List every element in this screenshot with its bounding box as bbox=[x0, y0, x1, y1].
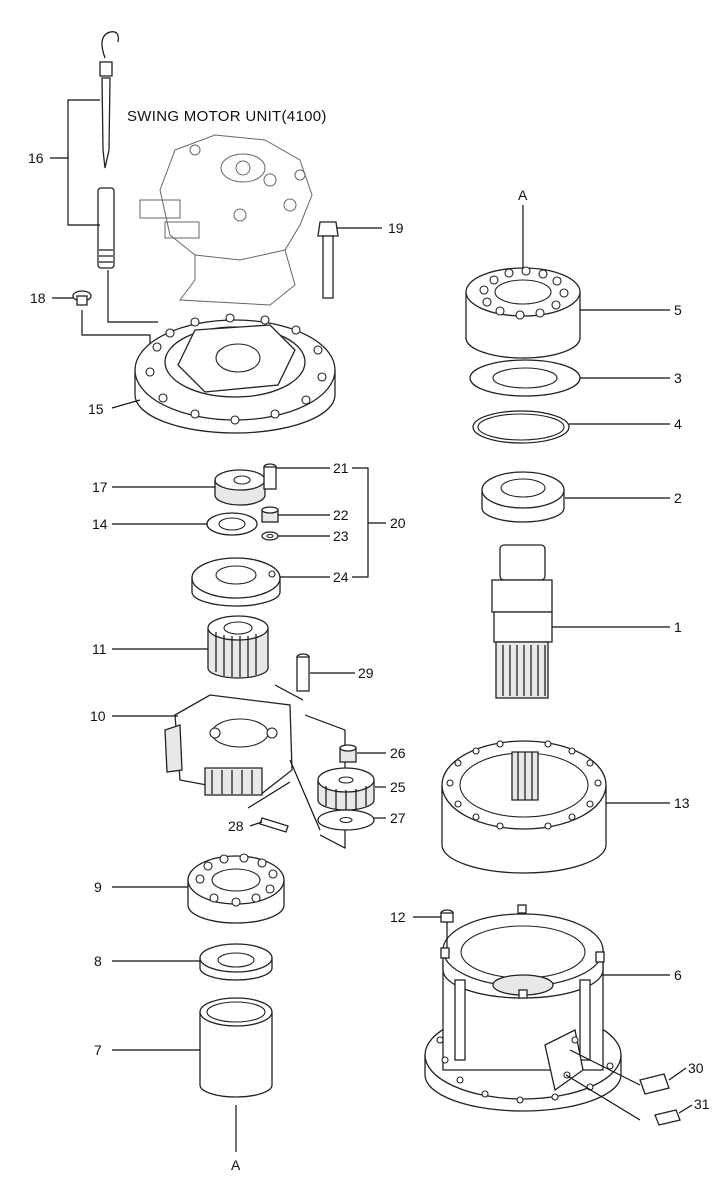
part-12-plug bbox=[440, 909, 454, 923]
label-5: 5 bbox=[674, 302, 682, 318]
label-18: 18 bbox=[30, 290, 46, 306]
part-22-needle-bearing bbox=[261, 506, 279, 523]
label-12: 12 bbox=[390, 909, 406, 925]
label-a-bottom: A bbox=[231, 1157, 241, 1173]
part-17-gear bbox=[214, 469, 266, 506]
part-23-washer bbox=[261, 531, 279, 541]
label-a-top: A bbox=[518, 187, 528, 203]
part-7-sleeve bbox=[199, 997, 273, 1098]
label-26: 26 bbox=[390, 745, 406, 761]
part-25-planet-gear bbox=[317, 767, 375, 811]
label-8: 8 bbox=[94, 953, 102, 969]
label-20: 20 bbox=[390, 515, 406, 531]
label-2: 2 bbox=[674, 490, 682, 506]
part-31-pin bbox=[654, 1109, 681, 1126]
label-14: 14 bbox=[92, 516, 108, 532]
label-23: 23 bbox=[333, 528, 349, 544]
label-9: 9 bbox=[94, 879, 102, 895]
part-21-pin bbox=[263, 463, 277, 490]
label-4: 4 bbox=[674, 416, 682, 432]
label-24: 24 bbox=[333, 569, 349, 585]
part-15-flange bbox=[134, 313, 336, 434]
part-28-pin bbox=[259, 817, 289, 833]
part-10-planet-carrier bbox=[164, 694, 293, 796]
label-10: 10 bbox=[90, 708, 106, 724]
diagram-title: SWING MOTOR UNIT(4100) bbox=[127, 108, 327, 125]
part-2-collar bbox=[481, 471, 565, 523]
part-4-oring bbox=[472, 410, 570, 444]
part-9-bearing bbox=[187, 853, 285, 924]
part-27-thrust-plate bbox=[317, 809, 375, 831]
label-27: 27 bbox=[390, 810, 406, 826]
label-28: 28 bbox=[228, 818, 244, 834]
part-1-pinion-shaft bbox=[491, 544, 553, 699]
part-6-housing bbox=[424, 904, 622, 1112]
part-5-bearing bbox=[465, 266, 581, 359]
part-24-carrier bbox=[191, 557, 281, 607]
label-11: 11 bbox=[92, 641, 107, 657]
label-17: 17 bbox=[92, 479, 108, 495]
part-30-plug bbox=[639, 1073, 670, 1095]
part-13-ring-gear bbox=[441, 740, 607, 874]
label-1: 1 bbox=[674, 619, 682, 635]
part-11-sun-gear bbox=[207, 615, 269, 679]
label-31: 31 bbox=[694, 1096, 710, 1112]
label-19: 19 bbox=[388, 220, 404, 236]
label-25: 25 bbox=[390, 779, 406, 795]
part-16-dipstick bbox=[97, 31, 119, 269]
swing-motor-sketch bbox=[139, 134, 313, 306]
label-15: 15 bbox=[88, 401, 104, 417]
part-29-pin bbox=[296, 653, 310, 692]
part-8-seal bbox=[199, 943, 273, 981]
part-14-washer bbox=[206, 512, 258, 536]
label-30: 30 bbox=[688, 1060, 704, 1076]
label-29: 29 bbox=[358, 665, 374, 681]
label-3: 3 bbox=[674, 370, 682, 386]
part-18-plug bbox=[72, 290, 92, 306]
label-22: 22 bbox=[333, 507, 349, 523]
label-7: 7 bbox=[94, 1042, 102, 1058]
part-3-seal bbox=[469, 359, 581, 397]
label-16: 16 bbox=[28, 150, 44, 166]
part-26-needle-bearing bbox=[339, 744, 357, 763]
label-6: 6 bbox=[674, 967, 682, 983]
part-19-bolt bbox=[317, 221, 339, 299]
label-13: 13 bbox=[674, 795, 690, 811]
label-21: 21 bbox=[333, 460, 349, 476]
